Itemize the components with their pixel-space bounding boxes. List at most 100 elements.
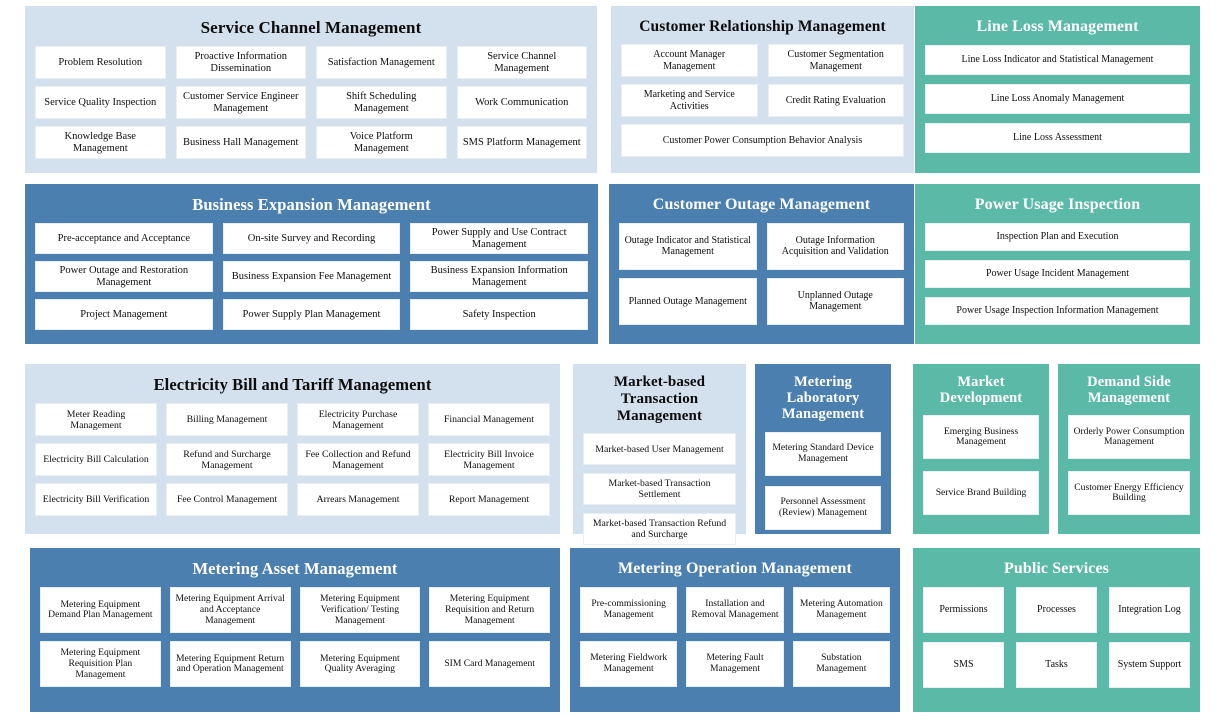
panel-title: Electricity Bill and Tariff Management bbox=[153, 375, 432, 394]
tile-marketing-and-service-activities[interactable]: Marketing and Service Activities bbox=[621, 84, 758, 118]
tile-metering-equipment-requisition-plan-management[interactable]: Metering Equipment Requisition Plan Mana… bbox=[40, 641, 161, 688]
tile-credit-rating-evaluation[interactable]: Credit Rating Evaluation bbox=[767, 84, 904, 118]
tile-metering-fieldwork-management[interactable]: Metering Fieldwork Management bbox=[580, 640, 678, 687]
tile-metering-equipment-demand-plan-management[interactable]: Metering Equipment Demand Plan Managemen… bbox=[40, 587, 161, 634]
tile-voice-platform-management[interactable]: Voice Platform Management bbox=[316, 126, 447, 160]
tile-business-hall-management[interactable]: Business Hall Management bbox=[175, 126, 306, 160]
tile-refund-and-surcharge-management[interactable]: Refund and Surcharge Management bbox=[166, 443, 288, 477]
tile-sms[interactable]: SMS bbox=[923, 641, 1004, 688]
tile-report-management[interactable]: Report Management bbox=[428, 483, 550, 517]
tile-power-usage-inspection-information-management[interactable]: Power Usage Inspection Information Manag… bbox=[925, 296, 1190, 325]
tile-planned-outage-management[interactable]: Planned Outage Management bbox=[619, 277, 757, 325]
tile-satisfaction-management[interactable]: Satisfaction Management bbox=[316, 46, 447, 80]
tile-system-support[interactable]: System Support bbox=[1109, 641, 1190, 688]
tile-project-management[interactable]: Project Management bbox=[35, 299, 213, 331]
tile-metering-equipment-verification-testing-management[interactable]: Metering Equipment Verification/ Testing… bbox=[299, 587, 421, 634]
tile-integration-log[interactable]: Integration Log bbox=[1109, 586, 1190, 633]
tile-customer-service-engineer-management[interactable]: Customer Service Engineer Management bbox=[175, 86, 306, 120]
tile-metering-equipment-arrival-and-acceptance-management[interactable]: Metering Equipment Arrival and Acceptanc… bbox=[169, 587, 291, 634]
tile-service-brand-building[interactable]: Service Brand Building bbox=[923, 471, 1039, 516]
tile-metering-automation-management[interactable]: Metering Automation Management bbox=[792, 586, 890, 633]
tile-metering-equipment-quality-averaging[interactable]: Metering Equipment Quality Averaging bbox=[299, 641, 421, 688]
tile-electricity-bill-verification[interactable]: Electricity Bill Verification bbox=[35, 483, 157, 517]
tile-market-based-user-management[interactable]: Market-based User Management bbox=[583, 433, 736, 466]
tile-installation-and-removal-management[interactable]: Installation and Removal Management bbox=[686, 586, 784, 633]
tile-metering-equipment-return-and-operation-management[interactable]: Metering Equipment Return and Operation … bbox=[169, 641, 291, 688]
tile-shift-scheduling-management[interactable]: Shift Scheduling Management bbox=[316, 86, 447, 120]
tile-orderly-power-consumption-management[interactable]: Orderly Power Consumption Management bbox=[1068, 415, 1190, 460]
tile-outage-indicator-and-statistical-management[interactable]: Outage Indicator and Statistical Managem… bbox=[619, 222, 757, 270]
tile-grid: Permissions Processes Integration Log SM… bbox=[923, 586, 1190, 702]
tile-grid: Metering Standard Device Management Pers… bbox=[765, 431, 881, 530]
panel-business-expansion-management: Business Expansion Management Pre-accept… bbox=[25, 184, 598, 344]
tile-grid: Market-based User Management Market-base… bbox=[583, 433, 736, 546]
panel-title: Metering Operation Management bbox=[618, 560, 852, 577]
tile-power-outage-and-restoration-management[interactable]: Power Outage and Restoration Management bbox=[35, 261, 213, 293]
tile-on-site-survey-and-recording[interactable]: On-site Survey and Recording bbox=[222, 223, 401, 255]
panel-line-loss-management: Line Loss Management Line Loss Indicator… bbox=[915, 6, 1200, 173]
tile-pre-commissioning-management[interactable]: Pre-commissioning Management bbox=[580, 586, 678, 633]
tile-inspection-plan-and-execution[interactable]: Inspection Plan and Execution bbox=[925, 222, 1190, 251]
tile-grid: Outage Indicator and Statistical Managem… bbox=[619, 222, 904, 334]
tile-power-supply-and-use-contract-management[interactable]: Power Supply and Use Contract Management bbox=[410, 223, 588, 255]
tile-account-manager-management[interactable]: Account Manager Management bbox=[621, 44, 758, 78]
panel-title: Line Loss Management bbox=[976, 18, 1139, 35]
tile-electricity-purchase-management[interactable]: Electricity Purchase Management bbox=[297, 403, 419, 437]
panel-title: Public Services bbox=[1003, 560, 1110, 577]
tile-power-supply-plan-management[interactable]: Power Supply Plan Management bbox=[222, 299, 401, 331]
tile-tasks[interactable]: Tasks bbox=[1016, 641, 1097, 688]
tile-metering-equipment-requisition-and-return-management[interactable]: Metering Equipment Requisition and Retur… bbox=[429, 587, 550, 634]
tile-market-based-transaction-refund-and-surcharge[interactable]: Market-based Transaction Refund and Surc… bbox=[583, 513, 736, 546]
tile-billing-management[interactable]: Billing Management bbox=[166, 403, 288, 437]
tile-personnel-assessment-review-management[interactable]: Personnel Assessment (Review) Management bbox=[765, 485, 881, 530]
panel-electricity-bill-and-tariff-management: Electricity Bill and Tariff Management M… bbox=[25, 364, 560, 534]
tile-pre-acceptance-and-acceptance[interactable]: Pre-acceptance and Acceptance bbox=[35, 223, 213, 255]
tile-outage-information-acquisition-and-validation[interactable]: Outage Information Acquisition and Valid… bbox=[766, 222, 904, 270]
tile-sim-card-management[interactable]: SIM Card Management bbox=[429, 641, 550, 688]
tile-work-communication[interactable]: Work Communication bbox=[456, 86, 587, 120]
tile-line-loss-anomaly-management[interactable]: Line Loss Anomaly Management bbox=[925, 83, 1190, 114]
tile-metering-standard-device-management[interactable]: Metering Standard Device Management bbox=[765, 431, 881, 476]
tile-financial-management[interactable]: Financial Management bbox=[428, 403, 550, 437]
panel-market-development: Market Development Emerging Business Man… bbox=[913, 364, 1049, 534]
tile-knowledge-base-management[interactable]: Knowledge Base Management bbox=[35, 126, 166, 160]
panel-customer-outage-management: Customer Outage Management Outage Indica… bbox=[609, 184, 914, 344]
panel-metering-asset-management: Metering Asset Management Metering Equip… bbox=[30, 548, 560, 712]
panel-title: Market-based Transaction Management bbox=[613, 374, 706, 424]
tile-unplanned-outage-management[interactable]: Unplanned Outage Management bbox=[766, 277, 904, 325]
tile-problem-resolution[interactable]: Problem Resolution bbox=[35, 46, 166, 80]
tile-grid: Emerging Business Management Service Bra… bbox=[923, 415, 1039, 524]
tile-sms-platform-management[interactable]: SMS Platform Management bbox=[456, 126, 587, 160]
tile-meter-reading-management[interactable]: Meter Reading Management bbox=[35, 403, 157, 437]
tile-electricity-bill-calculation[interactable]: Electricity Bill Calculation bbox=[35, 443, 157, 477]
panel-demand-side-management: Demand Side Management Orderly Power Con… bbox=[1058, 364, 1200, 534]
tile-line-loss-assessment[interactable]: Line Loss Assessment bbox=[925, 122, 1190, 153]
tile-line-loss-indicator-and-statistical-management[interactable]: Line Loss Indicator and Statistical Mana… bbox=[925, 44, 1190, 75]
tile-customer-power-consumption-behavior-analysis[interactable]: Customer Power Consumption Behavior Anal… bbox=[621, 124, 904, 158]
tile-permissions[interactable]: Permissions bbox=[923, 586, 1004, 633]
tile-arrears-management[interactable]: Arrears Management bbox=[297, 483, 419, 517]
tile-emerging-business-management[interactable]: Emerging Business Management bbox=[923, 415, 1039, 460]
tile-customer-segmentation-management[interactable]: Customer Segmentation Management bbox=[767, 44, 904, 78]
tile-market-based-transaction-settlement[interactable]: Market-based Transaction Settlement bbox=[583, 473, 736, 506]
tile-service-quality-inspection[interactable]: Service Quality Inspection bbox=[35, 86, 166, 120]
tile-business-expansion-fee-management[interactable]: Business Expansion Fee Management bbox=[222, 261, 401, 293]
panel-title: Demand Side Management bbox=[1087, 374, 1171, 407]
tile-fee-collection-and-refund-management[interactable]: Fee Collection and Refund Management bbox=[297, 443, 419, 477]
tile-processes[interactable]: Processes bbox=[1016, 586, 1097, 633]
panel-power-usage-inspection: Power Usage Inspection Inspection Plan a… bbox=[915, 184, 1200, 344]
tile-power-usage-incident-management[interactable]: Power Usage Incident Management bbox=[925, 259, 1190, 288]
tile-metering-fault-management[interactable]: Metering Fault Management bbox=[686, 640, 784, 687]
tile-customer-energy-efficiency-building[interactable]: Customer Energy Efficiency Building bbox=[1068, 471, 1190, 516]
tile-safety-inspection[interactable]: Safety Inspection bbox=[410, 299, 588, 331]
tile-electricity-bill-invoice-management[interactable]: Electricity Bill Invoice Management bbox=[428, 443, 550, 477]
tile-grid: Problem Resolution Proactive Information… bbox=[35, 46, 587, 163]
tile-substation-management[interactable]: Substation Management bbox=[792, 640, 890, 687]
tile-proactive-information-dissemination[interactable]: Proactive Information Dissemination bbox=[175, 46, 306, 80]
tile-service-channel-management[interactable]: Service Channel Management bbox=[456, 46, 587, 80]
panel-title: Customer Relationship Management bbox=[639, 18, 886, 35]
tile-fee-control-management[interactable]: Fee Control Management bbox=[166, 483, 288, 517]
tile-business-expansion-information-management[interactable]: Business Expansion Information Managemen… bbox=[410, 261, 588, 293]
panel-title: Metering Laboratory Management bbox=[781, 374, 865, 423]
